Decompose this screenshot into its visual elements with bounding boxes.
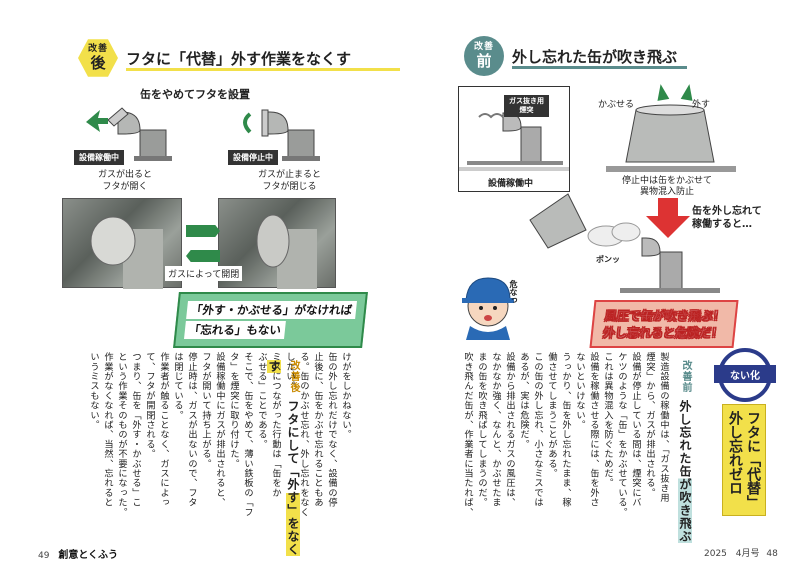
body-line: ミスにつながった行動は「缶をか: [270, 352, 281, 498]
label-forgot: 缶を外し忘れて 稼働すると…: [692, 206, 762, 230]
tag-stopped: 設備停止中: [228, 150, 278, 165]
body-line: 設備を稼働させる際には、缶を外さ: [588, 352, 599, 508]
body-line: タ」を煙突に取り付けた。: [228, 352, 239, 469]
left-footer: 49 創意とくふう: [38, 550, 119, 561]
body-line: 吹き飛んだ缶が、作業者に当たれば、: [462, 352, 473, 517]
pipe-open-illustration: [86, 107, 172, 161]
body-line: うっかり、缶を外し忘れたまま、稼: [560, 352, 571, 508]
body-line: という作業そのものが不要になった。: [116, 352, 127, 517]
body-line: は閉じている。: [172, 352, 183, 420]
after-section-heading: 改善後 フタにして「外す」をなくす: [267, 360, 300, 556]
body-line: ないといけない。: [574, 352, 585, 430]
body-line: 作業者が触ることなく、ガスによっ: [158, 352, 169, 508]
body-line: したい。: [284, 352, 295, 391]
body-line: 製造設備の稼働中は、「ガス抜き用: [658, 352, 669, 503]
body-line: いうミスもない。: [88, 352, 99, 430]
label-remove: 外す: [692, 100, 711, 110]
caption-gas-close: ガスが止まると フタが閉じる: [258, 170, 322, 192]
photo-label: ガスによって開閉: [165, 266, 243, 281]
label-gas-chimney: ガス抜き用 煙突: [504, 95, 549, 117]
body-line: まの缶を吹き飛ばしてしまうのだ。: [476, 352, 487, 508]
body-line: 設備が停止している間は、煙突にバ: [630, 352, 641, 508]
worker-illustration: [462, 277, 514, 340]
body-line: この缶の外し忘れ、小さなミスでは: [532, 352, 543, 508]
body-line: けがをしかねない。: [340, 352, 351, 440]
body-line: なかなか強く、なんと、かぶせたま: [490, 352, 501, 508]
photo-lid-closed: [218, 198, 336, 289]
body-line: 煙突」から、ガスが排出される。: [644, 352, 655, 498]
before-section-heading: 改善前 外し忘れた缶が吹き飛ぶ: [678, 360, 692, 543]
body-line: る。缶のかぶせ忘れ、外し忘れをなく: [298, 352, 309, 517]
tag-running: 設備稼働中: [74, 150, 124, 165]
body-line: 作業がなくなれば、当然、忘れると: [102, 352, 113, 508]
pipe-closed-illustration: [243, 109, 320, 161]
after-section-header: 改善 後 フタに「代替」外す作業をなくす: [78, 38, 416, 78]
red-down-arrow-icon: [646, 198, 690, 238]
subtitle: 缶をやめてフタを設置: [140, 88, 250, 101]
body-line: つまり、缶を「外す・かぶせる」こ: [130, 352, 141, 508]
after-callout: 「外す・かぶせる」がなければ 「忘れる」もない: [173, 292, 368, 348]
can-cover-illustration: [606, 84, 736, 172]
arrow-right-icon: [186, 225, 220, 237]
body-line: て、フタが開閉される。: [144, 352, 155, 459]
body-line: 設備稼働中にガスが排出されると、: [214, 352, 225, 508]
left-body-text: けがをしかねない。缶の外し忘れだけでなく、設備の停止後に、缶をかぶせ忘れることも…: [32, 352, 352, 532]
label-danger: 危なっ: [509, 280, 518, 304]
left-page: 改善 後 フタに「代替」外す作業をなくす 缶をやめてフタを設置 設備稼働中 設備…: [32, 38, 416, 561]
arrow-left-icon: [186, 250, 220, 262]
after-badge: 改善 後: [78, 39, 118, 77]
body-line: ケツのような「缶」をかぶせている。: [616, 352, 627, 517]
nai-ka-title: フタに「代替」 外し忘れゼロ: [722, 404, 766, 516]
right-body-text: 製造設備の稼働中は、「ガス抜き用煙突」から、ガスが排出される。設備が停止している…: [438, 352, 670, 532]
body-line: 缶の外し忘れだけでなく、設備の停: [326, 352, 337, 508]
before-badge: 改善 前: [464, 36, 504, 76]
right-footer: 2025 4月号 48: [704, 549, 778, 559]
body-line: 設備から排出されるガスの風圧は、: [504, 352, 515, 508]
tag-running-right: 設備稼働中: [488, 179, 534, 189]
after-title: フタに「代替」外す作業をなくす: [126, 49, 352, 68]
before-section-header: 改善 前 外し忘れた缶が吹き飛ぶ: [464, 36, 687, 76]
right-page: 改善 前 外し忘れた缶が吹き飛ぶ ガス抜き用 煙突 設備稼働中 かぶせる 外す …: [400, 0, 800, 565]
before-callout: 風圧で缶が吹き飛ぶ！ 外し忘れると危険だ！: [589, 300, 739, 348]
body-line: 停止時は、ガスが出ないので、フタ: [186, 352, 197, 508]
body-line: 働させてしまうことがある。: [546, 352, 557, 479]
title-underline: [512, 66, 687, 69]
before-title: 外し忘れた缶が吹き飛ぶ: [512, 47, 678, 66]
caption-gas-open: ガスが出ると フタが開く: [98, 170, 153, 192]
label-cover: かぶせる: [598, 100, 635, 110]
nai-ka-badge: ない化: [714, 348, 776, 404]
body-line: これは異物混入を防ぐためだ。: [602, 352, 613, 488]
title-underline: [126, 68, 416, 71]
label-ponn: ポンッ: [596, 255, 620, 264]
body-line: そこで、缶をやめて、薄い鉄板の「フ: [242, 352, 253, 517]
body-line: あるが、実は危険だ。: [518, 352, 529, 449]
body-line: フタが開いて持ち上がる。: [200, 352, 211, 469]
can-blown-away-illustration: [529, 193, 720, 293]
caption-stop: 停止中は缶をかぶせて 異物混入防止: [622, 176, 713, 197]
body-line: ぶせる」ことである。: [256, 352, 267, 449]
photo-lid-open: [62, 198, 182, 289]
body-line: 止後に、缶をかぶせ忘れることもあ: [312, 352, 323, 508]
